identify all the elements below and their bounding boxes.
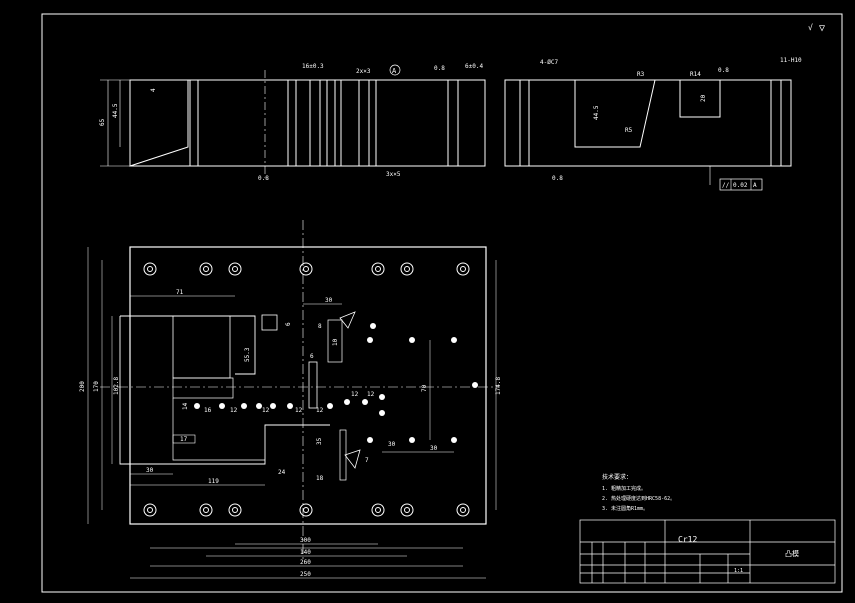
dim-r5: R5: [625, 127, 633, 134]
dim-4: 4: [150, 88, 157, 92]
dim-44-5-side: 44.5: [593, 105, 600, 120]
svg-text:2. 热处理硬度达到HRC58-62。: 2. 热处理硬度达到HRC58-62。: [602, 495, 675, 502]
dim-71: 71: [176, 289, 184, 296]
svg-text:▽: ▽: [819, 23, 825, 34]
dim-65: 65: [99, 118, 106, 126]
dim-12-b: 12: [262, 407, 270, 414]
dim-6: 6±0.4: [465, 63, 483, 70]
title-scale: 1:1: [734, 568, 743, 574]
dim-170: 170: [93, 381, 100, 392]
tolerance-frame: // 0.02 A: [709, 166, 763, 191]
dim-12-f: 12: [367, 391, 375, 398]
dim-250: 250: [300, 571, 311, 578]
svg-text://: //: [722, 182, 730, 189]
dim-2x: 2x×3: [356, 68, 371, 75]
dim-12-e: 12: [351, 391, 359, 398]
title-part-name: 凸模: [785, 549, 799, 558]
dim-30-c: 30: [146, 467, 154, 474]
svg-text:3. 未注圆角R1mm。: 3. 未注圆角R1mm。: [602, 505, 648, 512]
dim-8: 8: [318, 323, 322, 330]
svg-text:√: √: [808, 23, 813, 32]
dim-70: 70: [421, 384, 428, 392]
dim-6: 6: [310, 353, 314, 360]
dim-55-3: 55.3: [244, 347, 251, 362]
dim-35: 35: [316, 437, 323, 445]
dim-11-h10: 11-H10: [780, 57, 802, 64]
dim-0-8-top: 0.8: [434, 65, 445, 72]
section-view-front: 65 44.5 4 16±0.3 2x×3 A 0.8 6±0.4 0.8 3x…: [99, 63, 486, 182]
dim-0-8-b: 0.8: [552, 175, 563, 182]
dim-17: 17: [180, 436, 188, 443]
dim-16: 16±0.3: [302, 63, 324, 70]
dim-24: 24: [278, 469, 286, 476]
roughness-symbol: √ ▽: [808, 23, 825, 34]
dim-18: 18: [316, 475, 324, 482]
title-material: Cr12: [678, 535, 697, 544]
mounting-holes-bottom: [143, 503, 470, 517]
dim-12-c: 12: [295, 407, 303, 414]
dim-r14: R14: [690, 71, 701, 78]
dim-119: 119: [208, 478, 219, 485]
dim-30-a: 30: [325, 297, 333, 304]
dim-10: 10: [332, 338, 339, 346]
dim-14: 14: [182, 402, 189, 410]
plan-dimension-lines: [87, 247, 497, 579]
dim-140: 140: [300, 549, 311, 556]
dim-260: 260: [300, 559, 311, 566]
dim-300: 300: [300, 537, 311, 544]
dim-20: 20: [700, 94, 707, 102]
dim-44-5: 44.5: [112, 103, 119, 118]
dim-6-b: 6: [285, 322, 292, 326]
dim-3x: 3x×5: [386, 171, 401, 178]
technical-notes: 技术要求： 1. 粗精加工完成。 2. 热处理硬度达到HRC58-62。 3. …: [602, 473, 675, 512]
dim-0-8-bottom: 0.8: [258, 175, 269, 182]
dim-30-d: 30: [388, 441, 396, 448]
svg-text:A: A: [753, 182, 757, 189]
mounting-holes-top: [143, 262, 470, 276]
dim-200: 200: [79, 381, 86, 392]
dim-7: 7: [365, 457, 369, 464]
dim-r3: R3: [637, 71, 645, 78]
svg-text:0.02: 0.02: [733, 182, 748, 189]
dim-0-8-a: 0.8: [718, 67, 729, 74]
pierce-holes: [194, 323, 478, 443]
title-block: [579, 519, 836, 584]
sheet-border: [41, 13, 843, 593]
svg-text:1. 粗精加工完成。: 1. 粗精加工完成。: [602, 485, 646, 492]
section-view-side: 4-ØC7 11-H10 44.5 R3 R14 0.8 R5 20 0.8 /…: [504, 57, 802, 191]
dim-30-e: 30: [430, 445, 438, 452]
svg-text:技术要求：: 技术要求：: [602, 473, 632, 481]
dim-102-8: 102.8: [113, 377, 120, 395]
dim-174-8: 174.8: [495, 377, 502, 395]
dim-12-a: 12: [230, 407, 238, 414]
dim-4-dia: 4-ØC7: [540, 59, 558, 66]
dim-12-d: 12: [316, 407, 324, 414]
datum-a: A: [392, 67, 397, 75]
plan-view: 200 170 102.8 174.8 71 55.3 30 8 6 6 14 …: [79, 220, 502, 579]
dim-16: 16: [204, 407, 212, 414]
